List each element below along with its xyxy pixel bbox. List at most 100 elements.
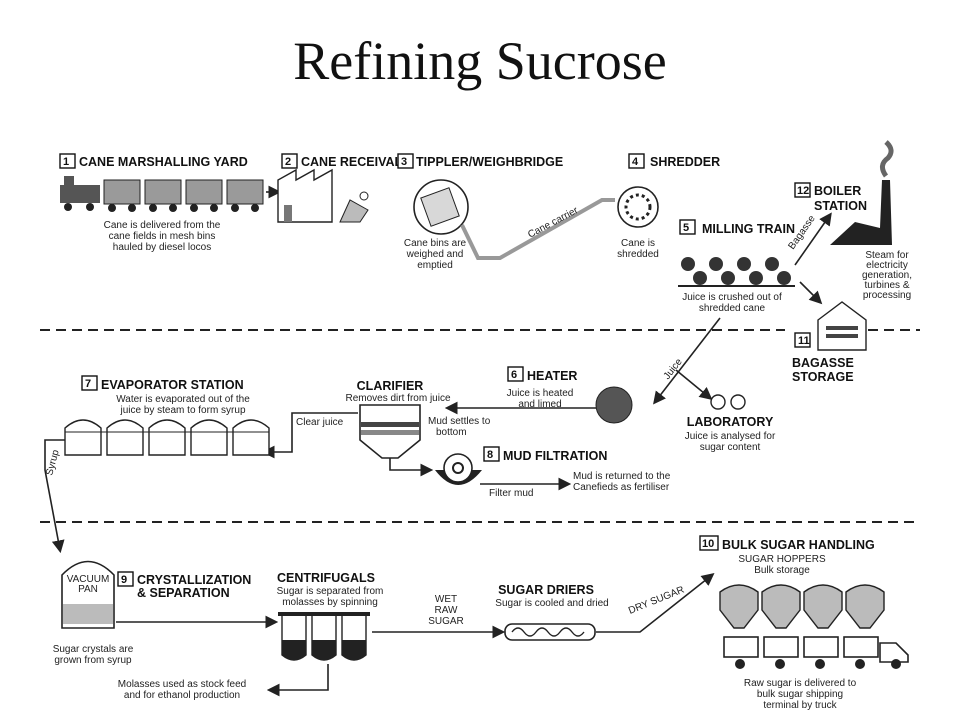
step-label: SHREDDER [650,155,720,169]
step-7-evaporator-station: 7 EVAPORATOR STATION Water is evaporated… [64,375,270,456]
svg-text:10: 10 [702,538,714,550]
drier-drum-icon [504,623,596,641]
svg-text:weighed and: weighed and [406,249,464,260]
flow-label-syrup: Syrup [44,448,61,477]
svg-text:STORAGE: STORAGE [792,370,854,384]
step-label: EVAPORATOR STATION [101,378,244,392]
svg-text:3: 3 [401,156,407,168]
step-label: CANE RECEIVAL [301,155,403,169]
syrup-arrow [44,439,65,554]
flask-icon [710,394,726,410]
step-6-heater: 6 HEATER Juice is heated and limed [507,366,633,424]
svg-text:RAW: RAW [435,605,459,616]
centrifugals-label: CENTRIFUGALS [277,571,375,585]
flow-label-cane-carrier: Cane carrier [526,205,580,241]
step-label: BOILER [814,184,861,198]
step-description: Cane is delivered from the [104,220,221,231]
step-label: BAGASSE [792,356,854,370]
flow-label-juice: Juice [662,356,685,382]
evaporator-vessels-icon [64,419,270,456]
step-9-crystallization-separation: VACUUM PAN 9 CRYSTALLIZATION & SEPARATIO… [53,560,251,666]
cane-carrier-belt [460,198,615,260]
step-1-cane-marshalling-yard: 1 CANE MARSHALLING YARD Cane is delivere… [59,153,264,253]
cane-bins-icon [103,179,264,212]
flow-label-clear-juice: Clear juice [296,417,344,428]
sugar-truck-icon [723,636,909,669]
step-description: Cane is [621,238,655,249]
svg-text:Mud settles to: Mud settles to [428,416,491,427]
vacuum-pan-label: VACUUM [67,574,110,585]
svg-text:bottom: bottom [436,427,467,438]
step-label: CRYSTALLIZATION [137,573,251,587]
svg-text:turbines &: turbines & [864,280,909,291]
bagasse-arrow [794,212,832,266]
step-number: 1 [63,156,69,168]
svg-text:5: 5 [683,222,689,234]
page-title: Refining Sucrose [293,31,667,91]
step-description: SUGAR HOPPERS [738,554,826,565]
step-3-tippler-weighbridge: 3 TIPPLER/WEIGHBRIDGE Cane bins are weig… [397,153,563,271]
step-label: MILLING TRAIN [702,222,795,236]
smoke-icon [880,140,894,178]
step-label: HEATER [527,369,577,383]
juice-arrow [653,317,721,405]
svg-text:emptied: emptied [417,260,453,271]
svg-text:grown from syrup: grown from syrup [54,655,132,666]
step-label: BULK SUGAR HANDLING [722,538,875,552]
rotary-filter-icon [443,453,473,483]
svg-text:9: 9 [121,574,127,586]
svg-text:2: 2 [285,156,291,168]
locomotive-icon [60,176,100,211]
flask-icon [730,394,746,410]
clarifier: CLARIFIER Removes dirt from juice Mud se… [345,379,491,459]
svg-text:Removes dirt from juice: Removes dirt from juice [345,393,450,404]
mill-rollers-icon [678,257,795,287]
step-description: Water is evaporated out of the [116,394,250,405]
svg-text:Canefieds as fertiliser: Canefieds as fertiliser [573,482,670,493]
step-description: Juice is heated [507,388,574,399]
svg-text:4: 4 [632,156,639,168]
step-label: TIPPLER/WEIGHBRIDGE [416,155,563,169]
centrifugals: CENTRIFUGALS Sugar is separated from mol… [277,571,384,661]
svg-text:Bulk storage: Bulk storage [754,565,810,576]
svg-text:STATION: STATION [814,199,867,213]
svg-text:SUGAR: SUGAR [428,616,464,627]
lab-sample-arrow [675,369,713,401]
step-4-shredder: 4 SHREDDER Cane is shredded [617,153,720,260]
dry-sugar-arrow [596,573,715,633]
flow-label-dry-sugar: DRY SUGAR [627,584,686,616]
step-8-mud-filtration: 8 MUD FILTRATION Filter mud Mud is retur… [435,446,671,499]
svg-text:6: 6 [511,369,517,381]
step-label: CANE MARSHALLING YARD [79,155,248,169]
molasses-arrow [266,664,329,697]
svg-text:8: 8 [487,449,493,461]
svg-text:terminal by truck: terminal by truck [763,700,837,711]
step-number-badge [59,153,76,169]
flow-label-molasses: Molasses used as stock feed [118,679,246,690]
tipper-icon [339,199,369,223]
flow-label-filter-mud: Filter mud [489,488,533,499]
step-10-bulk-sugar-handling: 10 BULK SUGAR HANDLING SUGAR HOPPERS Bul… [699,535,909,711]
svg-text:11: 11 [798,335,810,347]
svg-text:7: 7 [85,378,91,390]
sugar-hoppers-icon [719,584,885,629]
step-label: MUD FILTRATION [503,449,607,463]
svg-text:cane fields in mesh bins: cane fields in mesh bins [109,231,216,242]
shredder-icon [617,186,659,228]
clarifier-label: CLARIFIER [357,379,424,393]
laboratory-label: LABORATORY [687,415,774,429]
boiler-icon [830,180,892,245]
step-description: Juice is crushed out of [682,292,782,303]
step-12-boiler-station: 12 BOILER STATION Steam for electricity … [794,140,912,301]
svg-text:shredded: shredded [617,249,659,260]
step-description: Steam for [865,250,909,261]
clear-juice-arrow [261,412,358,459]
svg-text:hauled by diesel locos: hauled by diesel locos [113,242,211,253]
svg-text:processing: processing [863,290,911,301]
step-description: Sugar crystals are [53,644,134,655]
step-5-milling-train: 5 MILLING TRAIN Juice is crushed out of … [678,219,795,314]
svg-text:Sugar is separated from: Sugar is separated from [277,586,384,597]
flow-label-truck: Raw sugar is delivered to [744,678,857,689]
